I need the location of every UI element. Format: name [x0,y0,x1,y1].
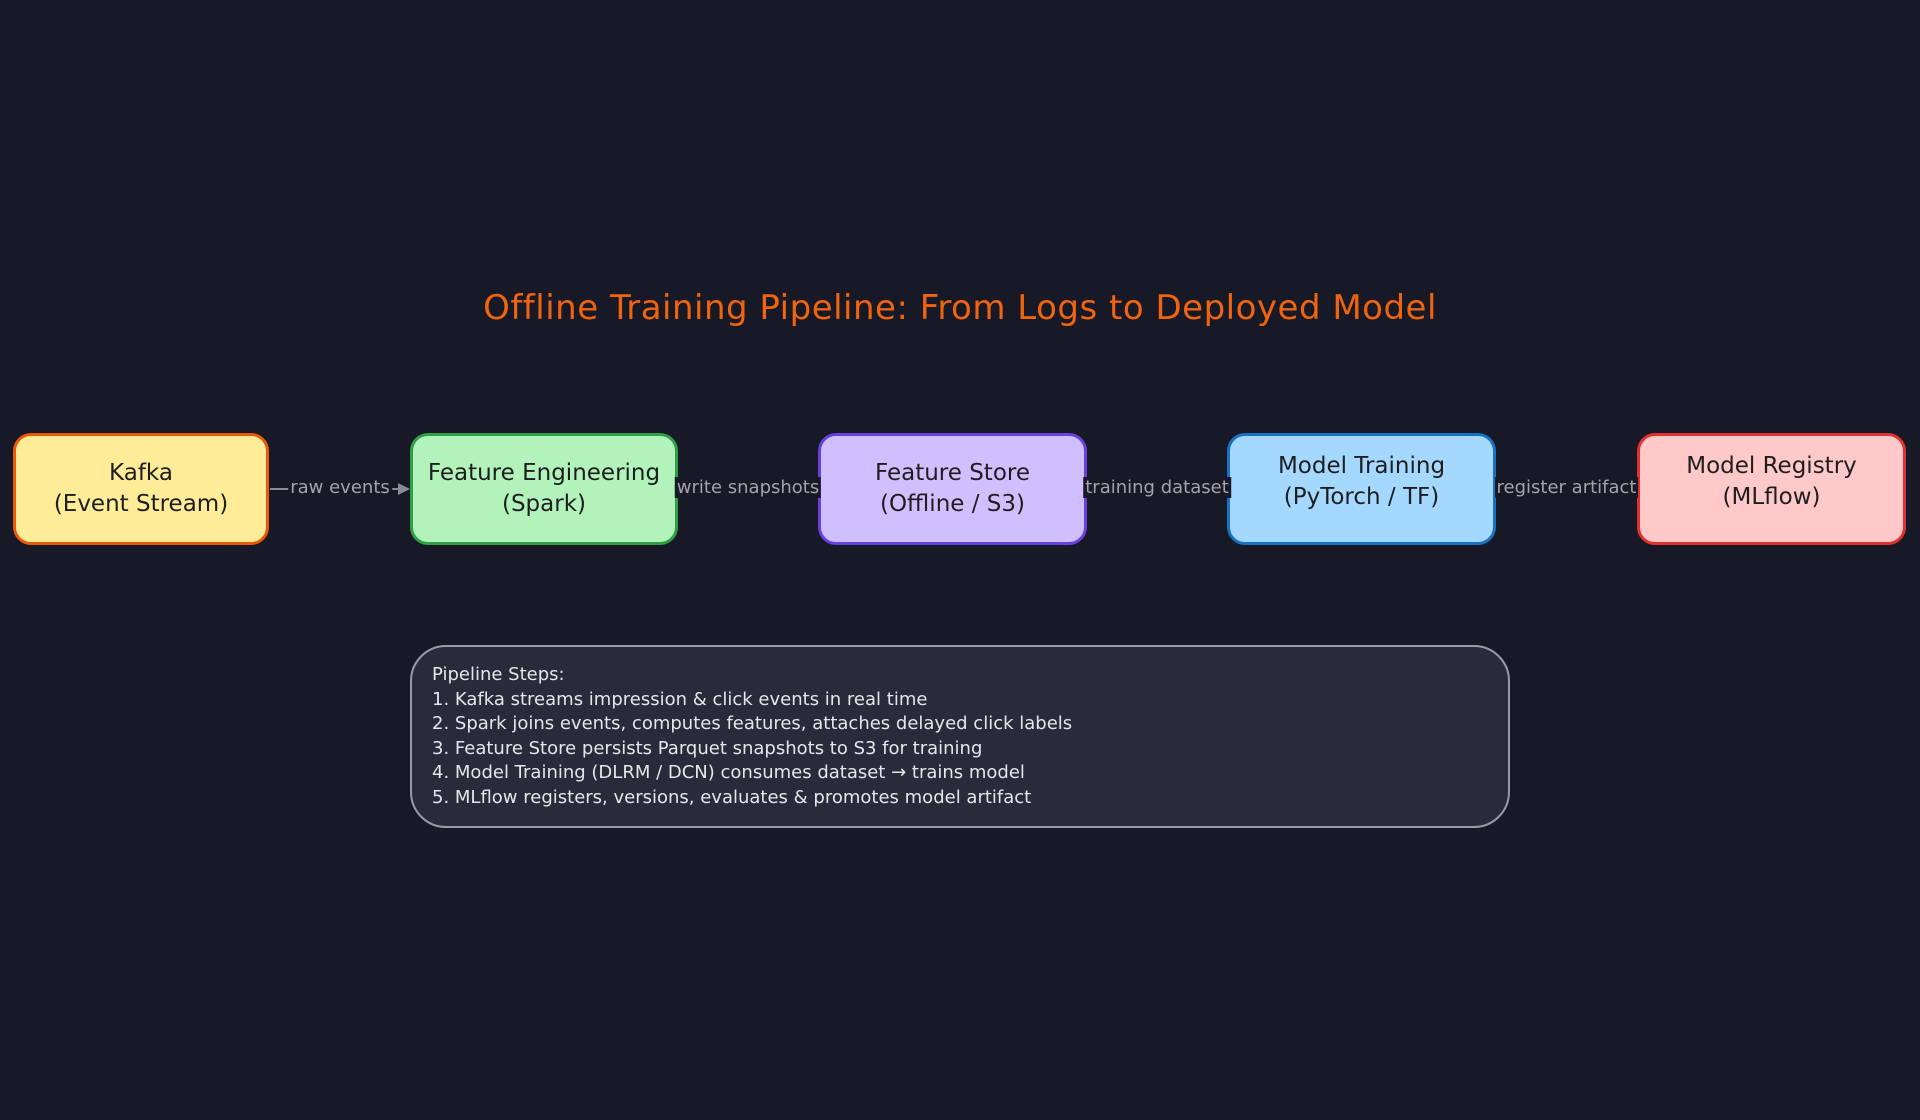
node-label: Model Training [1277,453,1446,479]
step-2: 2. Spark joins events, computes features… [432,713,1073,735]
node-label: Kafka [109,460,173,486]
step-5: 5. MLflow registers, versions, evaluates… [432,786,1032,808]
edge-training-dataset[interactable]: training dataset [1083,477,1231,501]
edge-label: training dataset [1083,477,1231,498]
edge-label: write snapshots [674,477,822,498]
diagram-title: Offline Training Pipeline: From Logs to … [483,288,1437,328]
node-kafka[interactable]: Kafka (Event Stream) [13,433,269,545]
node-feature-engineering[interactable]: Feature Engineering (Spark) [410,433,678,545]
node-sublabel: (Spark) [501,491,586,517]
step-4: 4. Model Training (DLRM / DCN) consumes … [432,762,1025,784]
arrowhead-icon [398,483,410,495]
edge-register-artifact[interactable]: register artifact [1494,477,1639,501]
node-label: Model Registry [1686,453,1857,479]
edge-write-snapshots[interactable]: write snapshots [674,477,822,501]
node-model-registry[interactable]: Model Registry (MLflow) [1637,433,1906,545]
notes-heading: Pipeline Steps: [432,664,565,685]
pipeline-steps-note[interactable]: Pipeline Steps: 1. Kafka streams impress… [410,645,1510,828]
node-sublabel: (PyTorch / TF) [1283,484,1440,510]
node-label: Feature Engineering [427,460,661,486]
node-feature-store[interactable]: Feature Store (Offline / S3) [818,433,1087,545]
edge-label: raw events [288,477,392,498]
node-sublabel: (MLflow) [1722,484,1821,510]
node-sublabel: (Event Stream) [53,491,229,517]
node-label: Feature Store [874,460,1030,486]
step-3: 3. Feature Store persists Parquet snapsh… [432,737,983,759]
node-model-training[interactable]: Model Training (PyTorch / TF) [1227,433,1496,545]
node-sublabel: (Offline / S3) [879,491,1025,517]
step-1: 1. Kafka streams impression & click even… [432,688,928,710]
edge-label: register artifact [1494,477,1639,498]
edge-raw-events[interactable]: raw events [270,477,410,501]
